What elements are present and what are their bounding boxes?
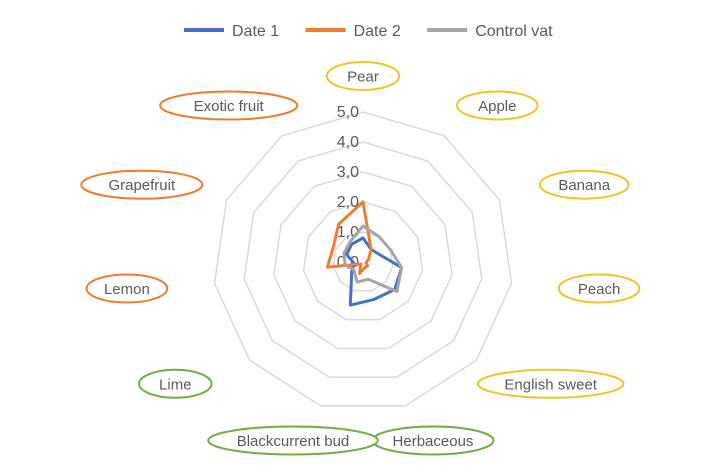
radial-tick-label: 4,0 xyxy=(337,134,359,151)
category-ellipse xyxy=(138,368,213,399)
legend-label: Date 1 xyxy=(232,23,279,40)
series-line-date-2 xyxy=(325,200,373,275)
category-text: English sweet xyxy=(504,376,597,393)
category-label-exotic-fruit: Exotic fruit xyxy=(159,90,299,121)
category-ellipse xyxy=(159,90,299,121)
category-label-grapefruit: Grapefruit xyxy=(80,169,204,200)
category-label-english-sweet: English sweet xyxy=(477,368,625,399)
category-ellipse xyxy=(456,90,539,121)
legend-item-date-2: Date 2 xyxy=(305,23,401,40)
category-ellipse xyxy=(325,61,401,91)
category-text: Exotic fruit xyxy=(194,98,265,115)
category-text: Peach xyxy=(578,281,621,298)
category-text: Banana xyxy=(558,177,610,194)
legend-label: Control vat xyxy=(475,23,553,40)
grid-ring xyxy=(243,141,483,378)
category-ellipse xyxy=(477,368,625,399)
radial-tick-label: 3,0 xyxy=(337,164,359,181)
category-label-pear: Pear xyxy=(325,61,401,91)
category-ellipse xyxy=(557,273,641,304)
category-text: Grapefruit xyxy=(108,177,176,194)
series-line-date-1 xyxy=(345,236,404,307)
grid-ring xyxy=(302,201,424,321)
series-lines xyxy=(325,200,404,307)
category-label-blackcurrent-bud: Blackcurrent bud xyxy=(207,425,379,456)
series-line-control-vat xyxy=(342,224,404,293)
category-label-apple: Apple xyxy=(456,90,539,121)
category-label-herbaceous: Herbaceous xyxy=(371,425,495,456)
category-text: Lime xyxy=(159,376,192,393)
category-text: Herbaceous xyxy=(393,433,474,450)
category-ellipse xyxy=(80,169,204,200)
category-text: Pear xyxy=(347,69,379,86)
category-text: Lemon xyxy=(104,281,150,298)
radial-tick-labels: 0,01,02,03,04,05,0 xyxy=(337,104,359,271)
radar-grid xyxy=(213,111,513,407)
grid-ring xyxy=(273,171,453,350)
category-text: Apple xyxy=(478,98,516,115)
category-label-banana: Banana xyxy=(538,169,630,200)
category-ellipse xyxy=(207,425,379,456)
category-label-peach: Peach xyxy=(557,273,641,304)
category-label-lime: Lime xyxy=(138,368,213,399)
radial-tick-label: 5,0 xyxy=(337,104,359,121)
legend: Date 1 Date 2 Control vat xyxy=(184,23,553,40)
category-ellipse xyxy=(538,169,630,200)
legend-item-control-vat: Control vat xyxy=(427,23,553,40)
category-ellipse xyxy=(85,273,169,304)
grid-ring xyxy=(213,111,513,407)
radial-tick-label: 2,0 xyxy=(337,194,359,211)
legend-item-date-1: Date 1 xyxy=(184,23,279,40)
legend-label: Date 2 xyxy=(354,23,401,40)
category-label-lemon: Lemon xyxy=(85,273,169,304)
category-text: Blackcurrent bud xyxy=(237,433,350,450)
